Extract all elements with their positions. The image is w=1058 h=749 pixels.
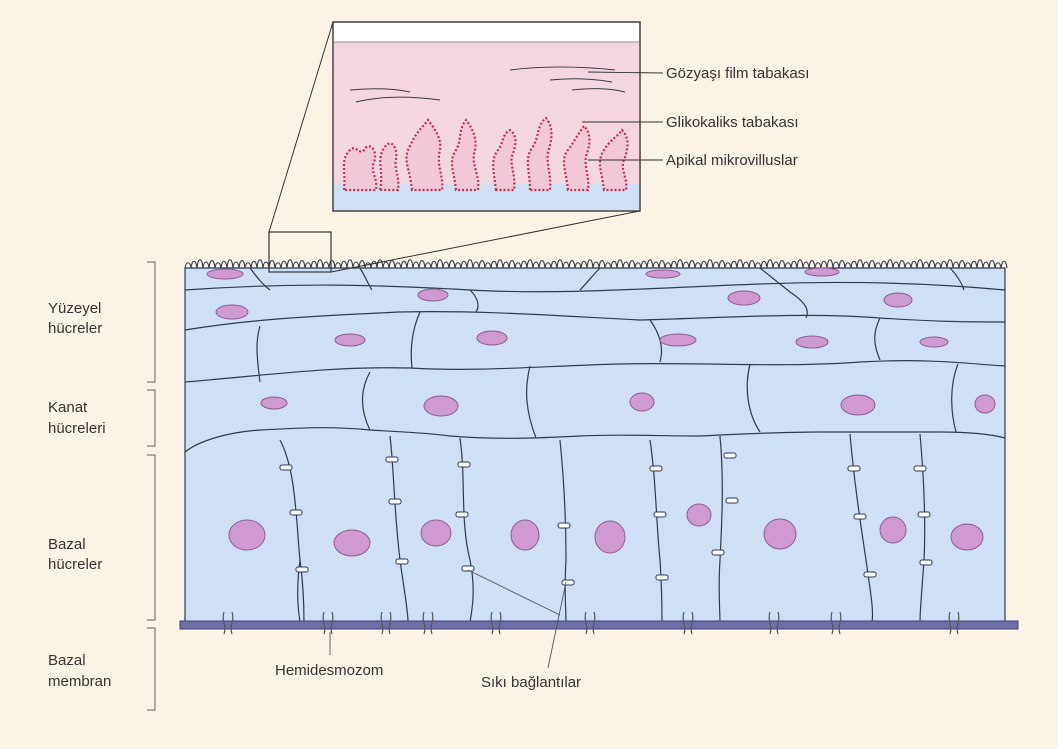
nucleus [630, 393, 654, 411]
nucleus [595, 521, 625, 553]
bracket-basal [147, 455, 155, 620]
nucleus [646, 270, 680, 278]
nucleus [424, 396, 458, 416]
label-wing-line2: hücreleri [48, 420, 106, 437]
apical-surface-microvilli [185, 260, 1007, 268]
nucleus [511, 520, 539, 550]
nucleus [421, 520, 451, 546]
nucleus [207, 269, 243, 279]
bracket-basement [147, 628, 155, 710]
basement-membrane [180, 621, 1018, 629]
epithelium [185, 260, 1007, 622]
label-tear-film: Gözyaşı film tabakası [666, 65, 809, 82]
nucleus [975, 395, 995, 413]
layer-brackets [147, 262, 155, 710]
nucleus [334, 530, 370, 556]
nucleus [216, 305, 248, 319]
nucleus [477, 331, 507, 345]
nucleus [728, 291, 760, 305]
nucleus [884, 293, 912, 307]
inset-connector-right [331, 211, 640, 272]
nucleus [335, 334, 365, 346]
bracket-wing [147, 390, 155, 446]
nucleus [805, 268, 839, 276]
bracket-superficial [147, 262, 155, 382]
label-basal-line2: hücreler [48, 556, 102, 573]
nucleus [687, 504, 711, 526]
nucleus [880, 517, 906, 543]
label-hemidesmosome: Hemidesmozom [275, 662, 383, 679]
nucleus [418, 289, 448, 301]
nucleus [764, 519, 796, 549]
nucleus [660, 334, 696, 346]
label-wing-line1: Kanat [48, 399, 88, 416]
label-basement-line2: membran [48, 673, 111, 690]
label-tight-junctions: Sıkı bağlantılar [481, 674, 581, 691]
inset-highlight-box [269, 232, 331, 272]
inset-magnification [269, 22, 663, 272]
nucleus [841, 395, 875, 415]
inset-connector-left [269, 22, 333, 232]
nucleus [261, 397, 287, 409]
label-superficial-line2: hücreler [48, 320, 102, 337]
label-superficial-line1: Yüzeyel [48, 300, 101, 317]
nucleus [229, 520, 265, 550]
label-glycocalyx: Glikokaliks tabakası [666, 114, 799, 131]
label-microvilli: Apikal mikrovilluslar [666, 152, 798, 169]
label-basement-line1: Bazal [48, 652, 86, 669]
nucleus [951, 524, 983, 550]
nucleus [920, 337, 948, 347]
nucleus [796, 336, 828, 348]
label-basal-line1: Bazal [48, 536, 86, 553]
